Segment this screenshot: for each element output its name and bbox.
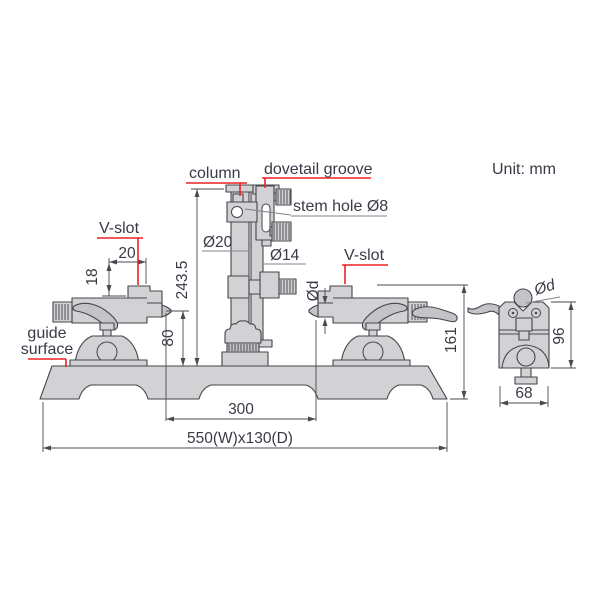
dim-side-body-width: 68 — [515, 385, 532, 402]
label-column: column — [189, 165, 241, 182]
dim-column-diameter: Ø20 — [203, 234, 233, 251]
cross-slide — [227, 271, 297, 299]
dim-base-size: 550(W)x130(D) — [187, 430, 293, 447]
tailstock-handle — [411, 306, 458, 323]
dim-side-body-height: 96 — [551, 327, 568, 344]
callouts: column dovetail groove stem hole Ø8 V-sl… — [21, 161, 556, 367]
dimensions: 243.5 Ø20 Ø14 20 18 80 Ød 300 550(W)x130… — [42, 188, 576, 452]
lock-nut-knurl — [226, 342, 260, 353]
dim-side-ball-diameter: Ød — [531, 276, 558, 299]
side-foot — [514, 376, 538, 385]
label-dovetail-groove: dovetail groove — [264, 161, 373, 178]
base-casting — [39, 365, 448, 400]
dim-spindle-diameter: Ød — [305, 281, 322, 302]
dim-column-height: 243.5 — [174, 261, 191, 300]
dim-vslot-width: 20 — [118, 245, 136, 262]
side-lever — [467, 303, 500, 316]
stem-hole — [231, 206, 243, 218]
side-view — [467, 288, 550, 385]
dim-between-centers: 300 — [228, 401, 254, 418]
unit-note: Unit: mm — [492, 161, 556, 178]
column-assembly — [221, 184, 297, 367]
label-guide-surface-line1: guide — [27, 325, 66, 342]
label-v-slot-right: V-slot — [344, 247, 385, 264]
label-stem-hole: stem hole Ø8 — [293, 198, 388, 215]
label-v-slot-left: V-slot — [99, 220, 140, 237]
label-guide-surface-line2: surface — [21, 341, 74, 358]
side-knob — [516, 347, 536, 367]
tailstock-right — [308, 285, 458, 367]
lock-knob — [271, 221, 292, 242]
dim-center-height: 80 — [160, 329, 177, 347]
lock-nut-cap — [224, 320, 262, 344]
dovetail-slot — [261, 203, 271, 233]
side-arch — [501, 344, 550, 369]
dim-rod-diameter: Ø14 — [270, 247, 300, 264]
base — [39, 365, 448, 400]
column-pedestal — [221, 351, 269, 367]
dovetail-assembly — [226, 184, 292, 247]
dim-vslot-depth: 18 — [84, 268, 101, 285]
dim-overall-height: 161 — [443, 327, 460, 353]
cross-slide-knob — [278, 278, 297, 295]
